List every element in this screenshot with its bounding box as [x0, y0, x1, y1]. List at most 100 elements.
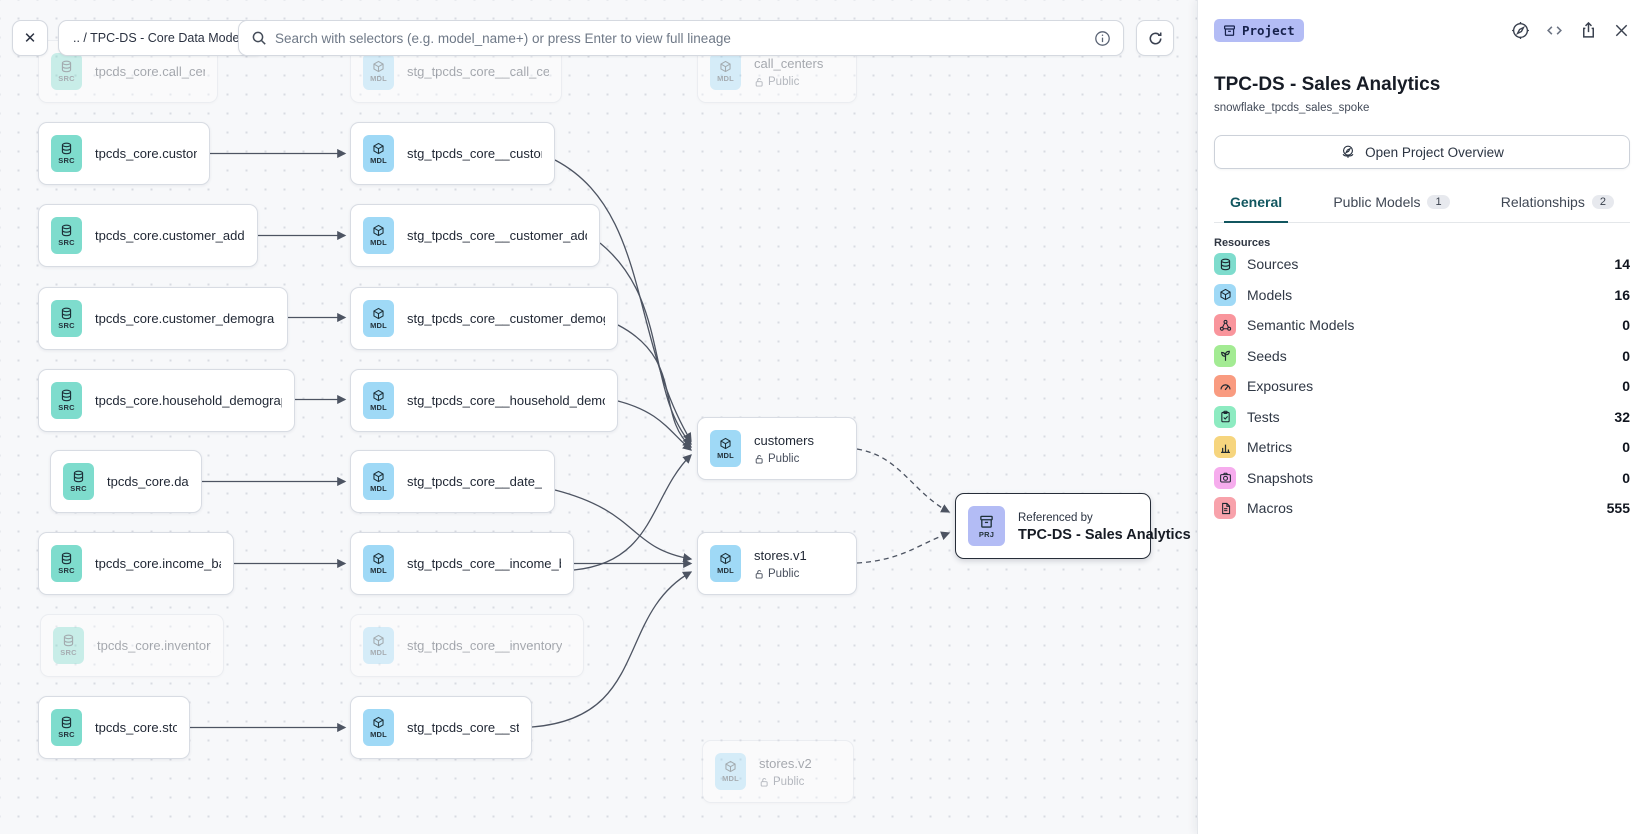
source-node-icon: SRC	[51, 53, 82, 90]
archive-icon	[1223, 24, 1236, 37]
network-icon	[1214, 314, 1236, 337]
source-node-icon: SRC	[51, 300, 82, 337]
source-node-icon: SRC	[51, 545, 82, 582]
lineage-node[interactable]: SRC tpcds_core.customer_demographics	[38, 287, 288, 350]
cube-icon	[1214, 283, 1236, 306]
unlock-icon	[754, 569, 764, 579]
code-icon[interactable]	[1545, 21, 1564, 40]
resource-row-tests: Tests 32	[1214, 402, 1630, 433]
model-node-icon: MDL	[710, 545, 741, 582]
tab-badge: 2	[1591, 195, 1614, 209]
lineage-edges	[190, 148, 951, 733]
lineage-node[interactable]: SRC tpcds_core.household_demographics	[38, 369, 295, 432]
source-node-icon: SRC	[51, 217, 82, 254]
open-project-overview-button[interactable]: Open Project Overview	[1214, 135, 1630, 169]
resource-row-models: Models 16	[1214, 280, 1630, 311]
lineage-node[interactable]: SRC tpcds_core.store	[38, 696, 190, 759]
project-node[interactable]: PRJ Referenced by TPC-DS - Sales Analyti…	[955, 493, 1191, 559]
model-node-icon: MDL	[363, 53, 394, 90]
lineage-node[interactable]: MDL stg_tpcds_core__income_band	[350, 532, 574, 595]
resource-count: 32	[1614, 408, 1630, 425]
model-node-icon: MDL	[363, 300, 394, 337]
source-node-icon: SRC	[51, 382, 82, 419]
compass-icon	[1340, 144, 1356, 160]
resource-count: 555	[1606, 500, 1630, 517]
resource-count: 0	[1622, 469, 1630, 486]
lineage-node[interactable]: SRC tpcds_core.customer	[38, 122, 210, 185]
lineage-node[interactable]: MDL stg_tpcds_core__customer_demogra…	[350, 287, 618, 350]
lineage-node[interactable]: SRC tpcds_core.customer_address	[38, 204, 258, 267]
resource-count: 0	[1622, 317, 1630, 334]
sprout-icon	[1214, 344, 1236, 367]
model-node-icon: MDL	[710, 430, 741, 467]
resource-row-sources: Sources 14	[1214, 249, 1630, 280]
lineage-search-bar[interactable]	[238, 20, 1124, 56]
share-icon[interactable]	[1579, 21, 1598, 40]
lineage-node[interactable]: SRC tpcds_core.income_band	[38, 532, 234, 595]
resources-heading: Resources	[1214, 237, 1271, 249]
explore-lineage-icon[interactable]	[1511, 21, 1530, 40]
lineage-node[interactable]: MDL stores.v2 Public	[702, 740, 854, 803]
resource-row-snapshots: Snapshots 0	[1214, 463, 1630, 494]
info-icon[interactable]	[1094, 30, 1111, 47]
panel-tabs: General Public Models 1 Relationships 2	[1214, 194, 1630, 223]
resource-count: 16	[1614, 286, 1630, 303]
lineage-node[interactable]: MDL stg_tpcds_core__household_demogr…	[350, 369, 618, 432]
tab-relationships[interactable]: Relationships 2	[1495, 194, 1620, 223]
model-node-icon: MDL	[363, 627, 394, 664]
lineage-node[interactable]: MDL stg_tpcds_core__customer_address	[350, 204, 600, 267]
bar-chart-icon	[1214, 436, 1236, 459]
page-title: TPC-DS - Sales Analytics	[1214, 74, 1441, 95]
model-node-icon: MDL	[363, 709, 394, 746]
resource-row-exposures: Exposures 0	[1214, 371, 1630, 402]
model-node-icon: MDL	[715, 753, 746, 790]
close-panel-icon[interactable]	[1613, 22, 1630, 39]
camera-icon	[1214, 466, 1236, 489]
refresh-button[interactable]	[1136, 20, 1174, 56]
resource-count: 0	[1622, 439, 1630, 456]
project-node-icon: PRJ	[968, 506, 1005, 546]
clipboard-check-icon	[1214, 405, 1236, 428]
tab-public-models[interactable]: Public Models 1	[1327, 194, 1455, 223]
lineage-node[interactable]: MDL stg_tpcds_core__inventory	[350, 614, 584, 677]
resource-row-semantic-models: Semantic Models 0	[1214, 310, 1630, 341]
lineage-node[interactable]: SRC tpcds_core.date_dim	[50, 450, 202, 513]
file-icon	[1214, 497, 1236, 520]
project-type-badge: Project	[1214, 18, 1304, 42]
project-details-panel: Project TPC-DS - Sales Analytics snowfla…	[1197, 0, 1648, 834]
lineage-node[interactable]: MDL stg_tpcds_core__date_dim	[350, 450, 555, 513]
source-node-icon: SRC	[53, 627, 84, 664]
close-icon: ✕	[23, 30, 37, 47]
lineage-node[interactable]: MDL customers Public	[697, 417, 857, 480]
model-node-icon: MDL	[363, 217, 394, 254]
refresh-icon	[1147, 30, 1164, 47]
tab-general[interactable]: General	[1224, 194, 1289, 223]
source-node-icon: SRC	[51, 709, 82, 746]
resource-row-macros: Macros 555	[1214, 493, 1630, 524]
model-node-icon: MDL	[363, 545, 394, 582]
resource-count: 0	[1622, 347, 1630, 364]
lineage-canvas[interactable]: SRC tpcds_core.call_center SRC tpcds_cor…	[0, 0, 1197, 834]
search-input[interactable]	[275, 30, 1086, 46]
tab-badge: 1	[1427, 195, 1450, 209]
source-node-icon: SRC	[51, 135, 82, 172]
search-icon	[251, 30, 267, 46]
breadcrumb[interactable]: .. / TPC-DS - Core Data Models	[58, 20, 264, 56]
lineage-node[interactable]: MDL stg_tpcds_core__store	[350, 696, 532, 759]
model-node-icon: MDL	[363, 463, 394, 500]
unlock-icon	[754, 77, 764, 87]
project-schema: snowflake_tpcds_sales_spoke	[1214, 102, 1370, 114]
database-icon	[1214, 253, 1236, 276]
resource-count: 14	[1614, 256, 1630, 273]
unlock-icon	[759, 777, 769, 787]
unlock-icon	[754, 454, 764, 464]
resource-row-seeds: Seeds 0	[1214, 341, 1630, 372]
close-lineage-button[interactable]: ✕	[12, 20, 48, 56]
gauge-icon	[1214, 375, 1236, 398]
model-node-icon: MDL	[363, 382, 394, 419]
lineage-node[interactable]: SRC tpcds_core.inventory	[40, 614, 224, 677]
lineage-node[interactable]: MDL stg_tpcds_core__customer	[350, 122, 555, 185]
source-node-icon: SRC	[63, 463, 94, 500]
resource-row-metrics: Metrics 0	[1214, 432, 1630, 463]
lineage-node[interactable]: MDL stores.v1 Public	[697, 532, 857, 595]
